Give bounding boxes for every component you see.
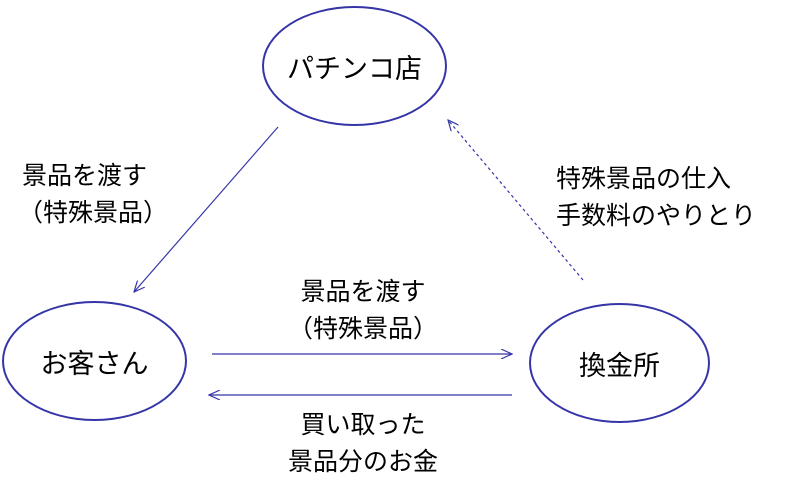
label-pachinko-to-customer: 景品を渡す （特殊景品） [18, 157, 168, 231]
node-exchange-label: 換金所 [579, 350, 660, 382]
label-exchange-to-customer: 買い取った 景品分のお金 [258, 406, 468, 480]
label-line: 景品分のお金 [287, 447, 438, 476]
arrow-exchange-to-pachinko [448, 120, 584, 281]
node-customer: お客さん [2, 301, 187, 421]
label-line: 買い取った [300, 410, 426, 439]
label-customer-to-exchange: 景品を渡す （特殊景品） [258, 273, 468, 347]
label-line: （特殊景品） [287, 314, 438, 343]
node-exchange: 換金所 [529, 303, 710, 423]
node-customer-label: お客さん [40, 348, 149, 380]
label-line: 特殊景品の仕入 [556, 164, 732, 193]
label-line: 手数料のやりとり [556, 201, 757, 230]
node-pachinko-shop-label: パチンコ店 [287, 53, 422, 85]
label-line: 景品を渡す [300, 277, 426, 306]
label-exchange-to-pachinko: 特殊景品の仕入 手数料のやりとり [556, 160, 756, 234]
node-pachinko-shop: パチンコ店 [262, 6, 447, 126]
arrow-pachinko-to-customer [134, 126, 279, 292]
label-line: 景品を渡す [22, 161, 148, 190]
label-line: （特殊景品） [18, 198, 169, 227]
